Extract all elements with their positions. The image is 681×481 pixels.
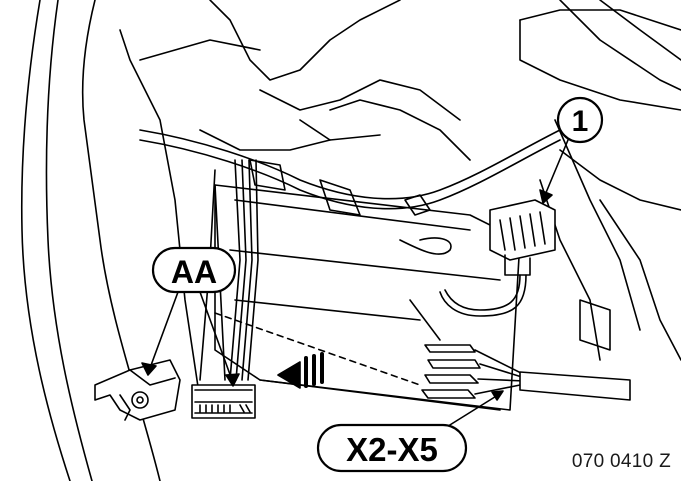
callout-1-leader (539, 139, 569, 204)
callout-x2-x5: X2-X5 (316, 423, 468, 473)
callout-aa-label: AA (171, 254, 217, 290)
upper-bracket (199, 0, 471, 161)
body-panel-right (519, 0, 681, 361)
callout-x2x5-leaders (444, 390, 504, 429)
callout-1-label: 1 (572, 105, 589, 138)
control-unit-housing (214, 179, 521, 411)
body-panel-left (20, 0, 261, 481)
connector-part-1 (439, 199, 556, 317)
callout-aa-leaders (141, 291, 240, 387)
wiring-harness (139, 129, 561, 255)
callout-x2-x5-label: X2-X5 (346, 431, 438, 468)
removal-direction-arrow (214, 312, 421, 389)
connector-aa-left (94, 359, 181, 421)
callout-aa: AA (151, 246, 237, 294)
callout-1: 1 (556, 96, 604, 144)
connector-wires (199, 159, 259, 381)
connector-aa-right (191, 384, 256, 419)
figure-number: 070 0410 Z (571, 451, 671, 472)
connectors-x2-x5 (409, 299, 631, 401)
